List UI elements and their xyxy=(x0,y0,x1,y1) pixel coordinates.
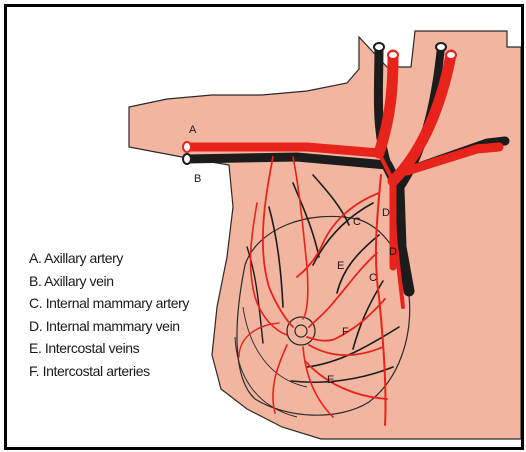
vein-top-left-opening xyxy=(374,43,384,51)
label-d1: D xyxy=(382,207,390,219)
label-b: B xyxy=(194,173,201,185)
artery-top-left-opening xyxy=(388,51,398,59)
label-d2: D xyxy=(389,246,397,258)
vein-top-right-opening xyxy=(436,43,446,51)
legend-item-b: B. Axillary vein xyxy=(29,270,189,293)
legend-item-f: F. Intercostal arteries xyxy=(29,360,189,383)
label-f: F xyxy=(342,326,349,338)
diagram-frame: A B C D D E C F E A. Axillary artery B. … xyxy=(4,4,524,450)
legend-item-e: E. Intercostal veins xyxy=(29,337,189,360)
label-c1: C xyxy=(353,216,361,228)
legend: A. Axillary artery B. Axillary vein C. I… xyxy=(29,247,189,383)
label-e1: E xyxy=(337,260,344,272)
artery-a-opening xyxy=(183,142,191,152)
legend-item-d: D. Internal mammary vein xyxy=(29,315,189,338)
vein-b-opening xyxy=(183,154,191,164)
artery-top-right-opening xyxy=(446,51,456,59)
label-a: A xyxy=(189,124,197,136)
label-c2: C xyxy=(369,272,377,284)
legend-item-a: A. Axillary artery xyxy=(29,247,189,270)
legend-item-c: C. Internal mammary artery xyxy=(29,292,189,315)
label-e2: E xyxy=(327,374,334,386)
